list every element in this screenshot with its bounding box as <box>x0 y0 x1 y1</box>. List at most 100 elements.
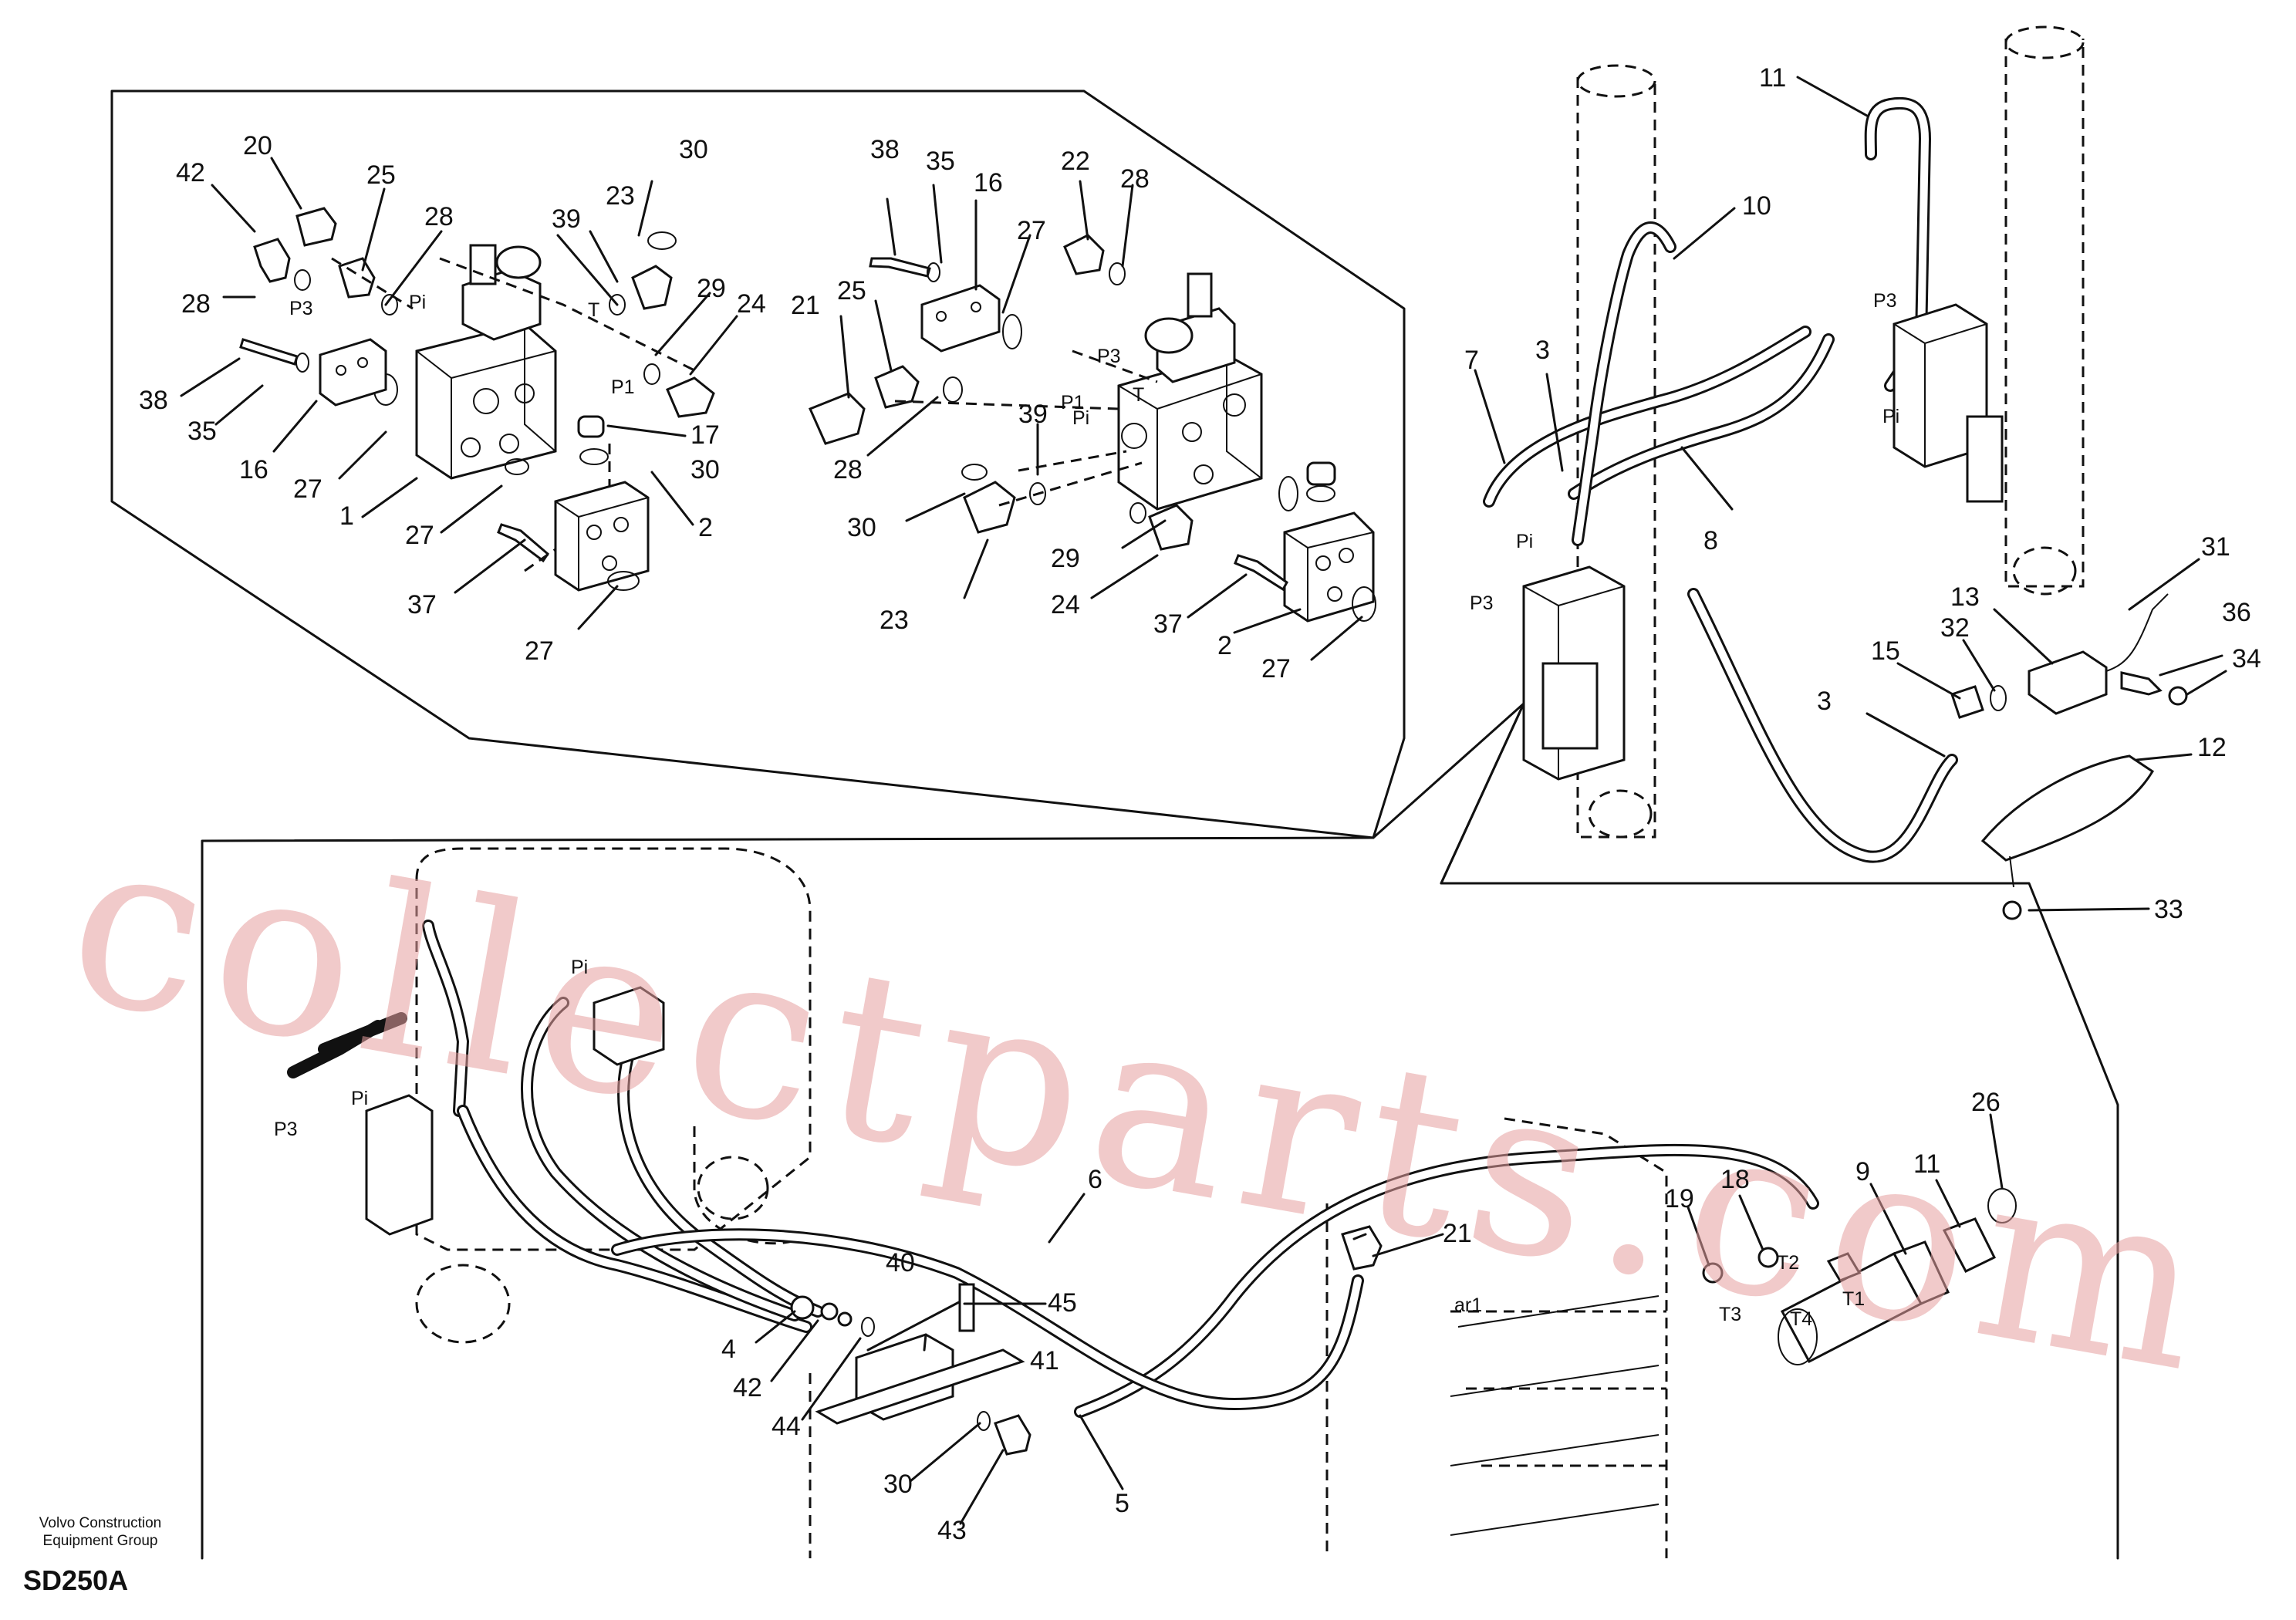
callout-16: 16 <box>974 168 1003 197</box>
plug-icon <box>577 415 605 438</box>
callout-11: 11 <box>1913 1149 1940 1179</box>
elbow-fitting-icon <box>295 207 337 247</box>
port-labels: P3 Pi T P1 P3 T P1 Pi P3 Pi Pi P3 Pi Pi … <box>274 290 1899 1330</box>
callout-33: 33 <box>2154 895 2183 924</box>
o-ring-icon <box>294 269 311 291</box>
port-label-pi: Pi <box>1882 406 1899 427</box>
callout-11: 11 <box>1759 63 1786 93</box>
o-ring-icon <box>1278 476 1298 511</box>
callout-23: 23 <box>880 606 909 635</box>
flange-icon <box>920 284 1001 353</box>
callout-9: 9 <box>1855 1157 1870 1186</box>
callout-26: 26 <box>1971 1088 2001 1117</box>
cylinder-installation <box>1483 25 2188 920</box>
company-line-2: Equipment Group <box>42 1533 158 1549</box>
callout-35: 35 <box>926 147 955 176</box>
o-ring-icon <box>1352 586 1376 622</box>
callout-23: 23 <box>606 181 635 211</box>
port-label-p1: P1 <box>1061 392 1085 413</box>
port-label-pi: Pi <box>351 1088 368 1109</box>
detail-pointer <box>1440 702 1525 885</box>
valve-bank-icon <box>1450 1295 1660 1536</box>
callout-39: 39 <box>1018 400 1048 429</box>
callout-36: 36 <box>2222 598 2251 627</box>
elbow-fitting-icon <box>874 365 920 409</box>
callout-39: 39 <box>552 204 581 234</box>
callout-labels: 42 20 25 28 28 38 35 16 27 1 27 37 27 2 … <box>139 63 2261 1545</box>
bolt-icon <box>1234 554 1288 592</box>
callout-42: 42 <box>176 158 205 187</box>
callout-27: 27 <box>525 636 554 666</box>
callout-25: 25 <box>837 276 866 305</box>
callout-28: 28 <box>1120 164 1150 194</box>
callout-15: 15 <box>1871 636 1900 666</box>
callout-3: 3 <box>1535 336 1550 365</box>
plug-icon <box>1757 1247 1779 1268</box>
callout-1: 1 <box>339 501 354 531</box>
callout-42: 42 <box>733 1373 762 1402</box>
bolt-icon <box>497 523 549 563</box>
port-label-t2: T2 <box>1777 1252 1799 1274</box>
callout-2: 2 <box>698 513 713 542</box>
callout-12: 12 <box>2197 733 2227 762</box>
elbow-fitting-icon <box>994 1414 1032 1456</box>
callout-45: 45 <box>1048 1288 1077 1318</box>
port-label-p3: P3 <box>1873 290 1897 312</box>
callout-28: 28 <box>181 289 211 319</box>
callout-38: 38 <box>870 135 900 164</box>
callout-27: 27 <box>293 474 322 504</box>
o-ring-icon <box>961 464 988 481</box>
drawing-code: SD250A <box>23 1564 129 1596</box>
port-label-p3: P3 <box>1470 592 1494 614</box>
callout-29: 29 <box>1051 544 1080 573</box>
lower-installation <box>287 847 2017 1558</box>
callout-17: 17 <box>690 420 720 450</box>
port-label-p1: P1 <box>611 376 635 398</box>
callout-29: 29 <box>697 274 726 303</box>
o-ring-icon <box>943 376 963 403</box>
callout-30: 30 <box>847 513 876 542</box>
plug-icon <box>1306 461 1336 486</box>
callout-3: 3 <box>1817 687 1832 716</box>
bolt-icon <box>239 338 299 366</box>
o-ring-icon <box>295 353 309 373</box>
o-ring-icon <box>381 294 398 316</box>
port-label-t4: T4 <box>1790 1308 1812 1330</box>
callout-21: 21 <box>791 291 820 320</box>
callout-38: 38 <box>139 386 168 415</box>
port-label-pi: Pi <box>409 292 426 313</box>
callout-8: 8 <box>1703 526 1718 555</box>
valve-block-icon <box>1117 353 1263 511</box>
callout-21: 21 <box>1443 1219 1472 1248</box>
o-ring-icon <box>643 363 660 385</box>
company-name: Volvo Construction Equipment Group <box>23 1514 177 1550</box>
o-ring-icon <box>1029 482 1046 505</box>
callout-34: 34 <box>2232 644 2261 673</box>
bracket-icon <box>1980 754 2155 862</box>
bolt-icon <box>869 257 931 278</box>
callout-37: 37 <box>1153 609 1183 639</box>
elbow-fitting-icon <box>338 257 376 299</box>
valve-assembly-right <box>808 234 1376 623</box>
valve-assembly-left <box>239 207 715 592</box>
o-ring-icon <box>1129 502 1146 524</box>
solenoid-icon <box>2028 650 2108 715</box>
port-label-pi: Pi <box>571 957 588 978</box>
bolt-icon <box>958 1283 975 1332</box>
callout-13: 13 <box>1950 582 1980 612</box>
callout-40: 40 <box>886 1248 915 1277</box>
port-label-t1: T1 <box>1842 1288 1865 1310</box>
o-ring-icon <box>579 448 609 465</box>
callout-5: 5 <box>1115 1489 1129 1518</box>
port-label-ar1: ar1 <box>1454 1294 1482 1316</box>
union-fitting-icon <box>1892 1240 1950 1305</box>
elbow-fitting-icon <box>631 265 673 310</box>
elbow-fitting-icon <box>666 376 715 418</box>
callout-18: 18 <box>1720 1165 1750 1194</box>
callout-24: 24 <box>737 289 766 319</box>
elbow-fitting-icon <box>808 392 866 445</box>
o-ring-icon <box>1990 685 2007 711</box>
port-label-t3: T3 <box>1719 1304 1741 1325</box>
callout-41: 41 <box>1030 1346 1059 1375</box>
plug-icon <box>1702 1262 1724 1284</box>
